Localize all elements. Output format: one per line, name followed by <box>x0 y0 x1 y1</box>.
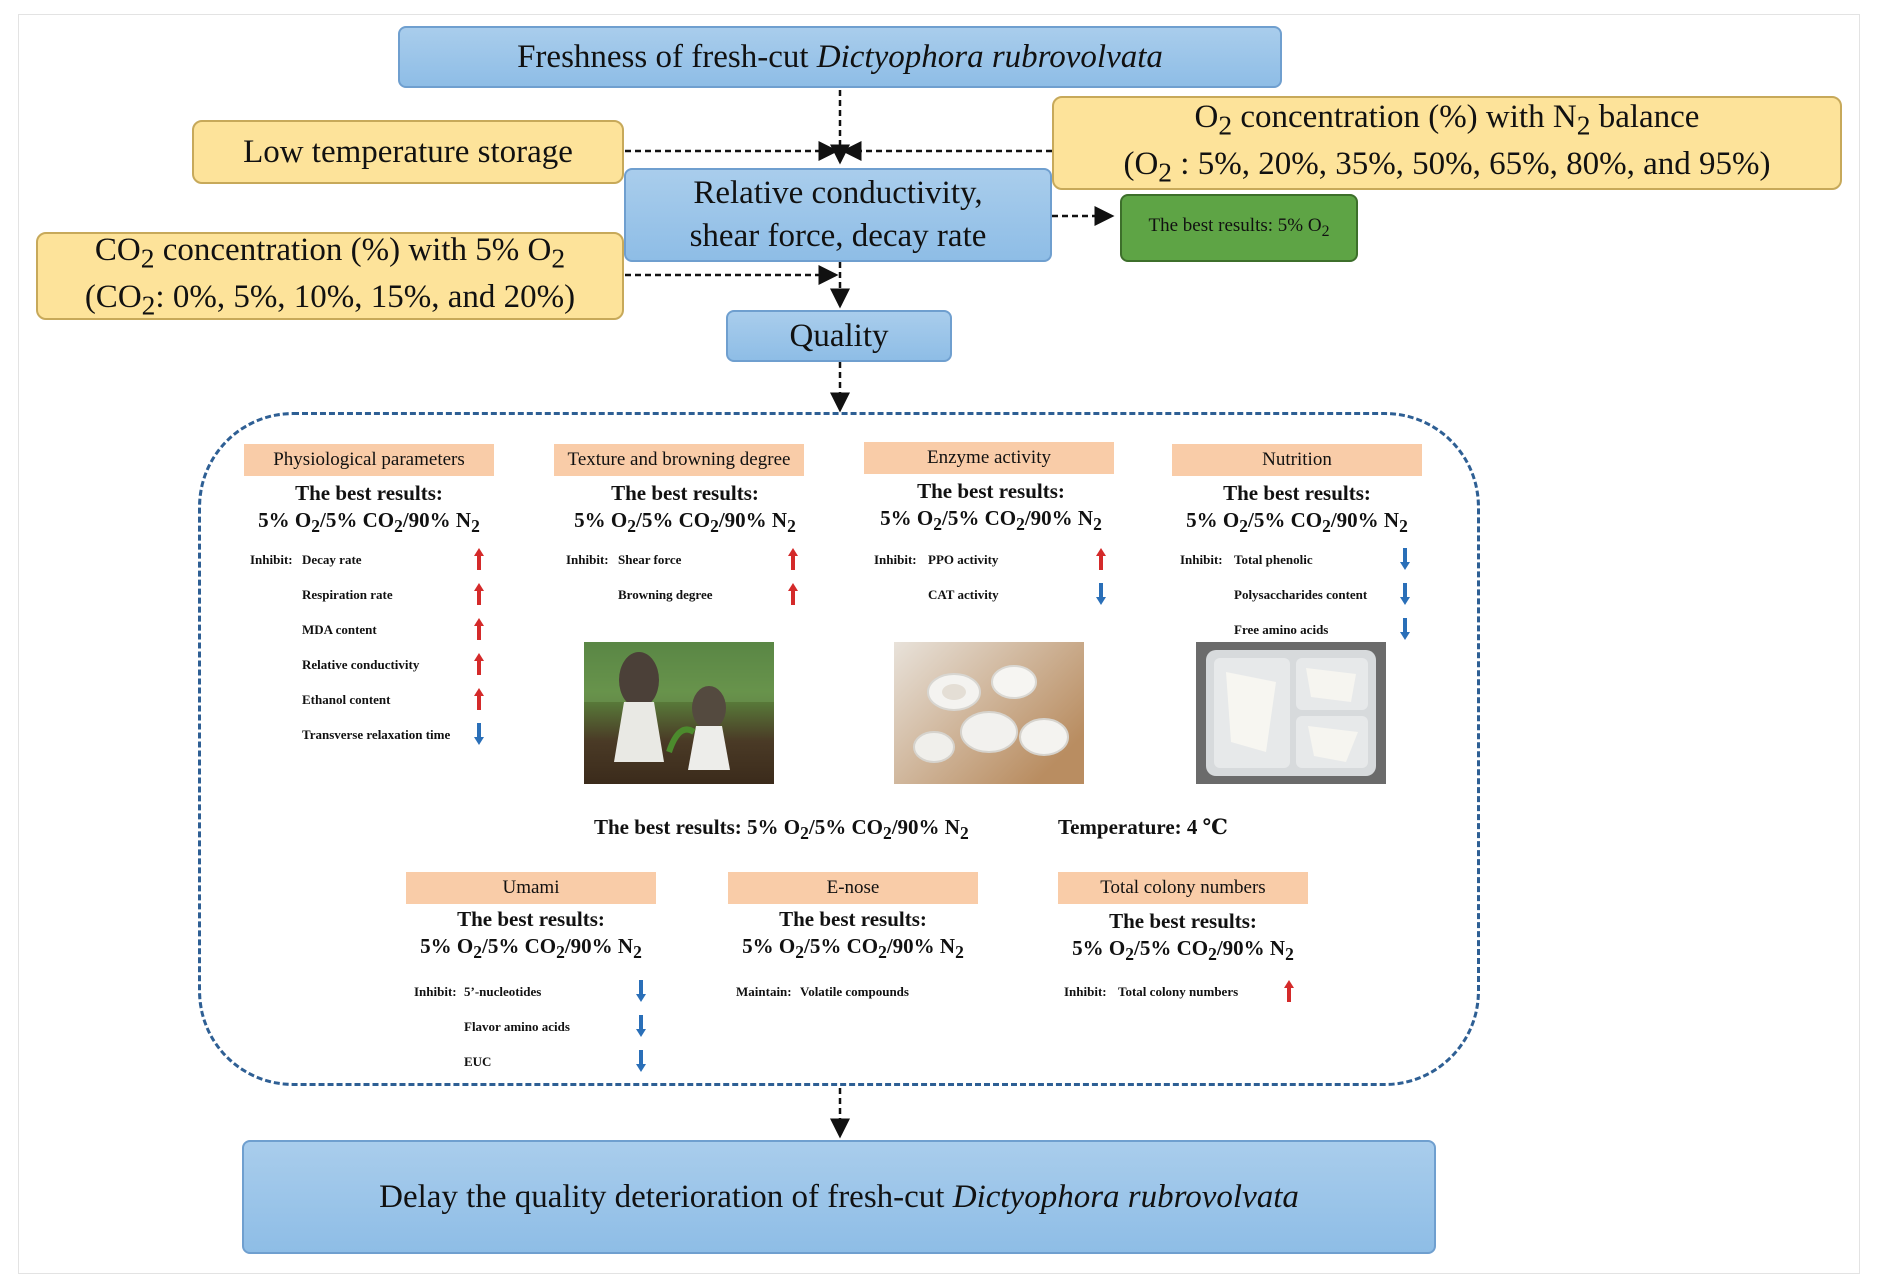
title-box: Freshness of fresh-cut Dictyophora rubro… <box>398 26 1282 88</box>
arrow-down-icon <box>1400 583 1410 605</box>
category-colony: Total colony numbers <box>1058 872 1308 904</box>
effect-item: EUC <box>464 1054 492 1069</box>
effect-item: Flavor amino acids <box>464 1019 570 1034</box>
best-o2-result-box: The best results: 5% O2 <box>1120 194 1358 262</box>
figure-frame <box>18 14 1860 1274</box>
arrow-down-icon <box>636 1015 646 1037</box>
co2-concentration-text: CO2 concentration (%) with 5% O2 (CO2: 0… <box>84 231 576 321</box>
effect-item: MDA content <box>302 622 377 637</box>
effect-item: Total colony numbers <box>1118 984 1239 999</box>
effect-prefix: Inhibit: <box>874 552 917 567</box>
best-results-nutrition: The best results: 5% O2/5% CO2/90% N2 <box>1186 481 1408 537</box>
effect-prefix: Inhibit: <box>1064 984 1107 999</box>
arrow-up-icon <box>474 653 484 675</box>
packaged-tray-photo <box>1196 642 1386 784</box>
best-results-physiological: The best results: 5% O2/5% CO2/90% N2 <box>258 481 480 537</box>
category-enzyme: Enzyme activity <box>864 442 1114 474</box>
indicators-box: Relative conductivity, shear force, deca… <box>624 168 1052 262</box>
results-panel <box>198 412 1480 1086</box>
effect-item: 5’-nucleotides <box>464 984 542 999</box>
co2-concentration-box: CO2 concentration (%) with 5% O2 (CO2: 0… <box>36 232 624 321</box>
effect-item: Relative conductivity <box>302 657 420 672</box>
summary-best-results: The best results: 5% O2/5% CO2/90% N2 <box>594 815 969 844</box>
effect-prefix: Inhibit: <box>566 552 609 567</box>
best-results-colony: The best results: 5% O2/5% CO2/90% N2 <box>1072 909 1294 965</box>
low-temperature-label: Low temperature storage <box>243 133 573 170</box>
best-results-enzyme: The best results: 5% O2/5% CO2/90% N2 <box>880 479 1102 535</box>
effect-item: Transverse relaxation time <box>302 727 451 742</box>
arrow-up-icon <box>474 688 484 710</box>
effect-item: Polysaccharides content <box>1234 587 1368 602</box>
best-results-umami: The best results: 5% O2/5% CO2/90% N2 <box>420 907 642 963</box>
packaged-tray-illustration <box>1206 650 1376 776</box>
category-enose: E-nose <box>728 872 978 904</box>
arrow-down-icon <box>474 723 484 745</box>
arrow-up-icon <box>474 548 484 570</box>
effect-item: Ethanol content <box>302 692 391 707</box>
quality-box: Quality <box>726 310 952 362</box>
arrow-up-icon <box>1284 980 1294 1002</box>
conclusion-box: Delay the quality deterioration of fresh… <box>242 1140 1436 1254</box>
effect-prefix: Inhibit: <box>250 552 293 567</box>
mushroom-field-photo <box>584 642 774 784</box>
category-physiological: Physiological parameters <box>244 444 494 476</box>
effect-item: Respiration rate <box>302 587 393 602</box>
effect-item: Total phenolic <box>1234 552 1313 567</box>
arrow-up-icon <box>474 618 484 640</box>
indicators-line1: Relative conductivity, <box>693 175 983 212</box>
o2-concentration-text: O2 concentration (%) with N2 balance (O2… <box>1123 98 1771 188</box>
arrow-down-icon <box>636 980 646 1002</box>
effect-item: PPO activity <box>928 552 999 567</box>
arrow-down-icon <box>1400 548 1410 570</box>
summary-temperature: Temperature: 4 ℃ <box>1058 815 1228 839</box>
indicators-line2: shear force, decay rate <box>689 218 987 254</box>
arrow-up-icon <box>788 548 798 570</box>
effect-item: Browning degree <box>618 587 713 602</box>
category-nutrition: Nutrition <box>1172 444 1422 476</box>
best-o2-result-text: The best results: 5% O2 <box>1148 215 1330 240</box>
arrow-down-icon <box>1096 583 1106 605</box>
arrow-up-icon <box>1096 548 1106 570</box>
quality-label: Quality <box>789 317 889 354</box>
title-text: Freshness of fresh-cut Dictyophora rubro… <box>517 38 1163 75</box>
arrow-down-icon <box>1400 618 1410 640</box>
effect-item: Volatile compounds <box>800 984 909 999</box>
best-results-enose: The best results: 5% O2/5% CO2/90% N2 <box>742 907 964 963</box>
o2-concentration-box: O2 concentration (%) with N2 balance (O2… <box>1052 96 1842 190</box>
effect-item: CAT activity <box>928 587 999 602</box>
best-results-texture: The best results: 5% O2/5% CO2/90% N2 <box>574 481 796 537</box>
effect-item: Decay rate <box>302 552 362 567</box>
fresh-cut-slices-illustration <box>913 665 1069 763</box>
effect-item: Free amino acids <box>1234 622 1329 637</box>
effect-prefix: Inhibit: <box>1180 552 1223 567</box>
effect-item: Shear force <box>618 552 682 567</box>
arrow-up-icon <box>788 583 798 605</box>
effect-prefix: Inhibit: <box>414 984 457 999</box>
arrow-down-icon <box>636 1050 646 1072</box>
category-umami: Umami <box>406 872 656 904</box>
fresh-cut-slices-photo <box>894 642 1084 784</box>
effect-prefix: Maintain: <box>736 984 792 999</box>
mushroom-field-illustration <box>584 642 774 770</box>
conclusion-text: Delay the quality deterioration of fresh… <box>379 1178 1299 1215</box>
low-temperature-box: Low temperature storage <box>192 120 624 184</box>
arrow-up-icon <box>474 583 484 605</box>
category-texture: Texture and browning degree <box>554 444 804 476</box>
